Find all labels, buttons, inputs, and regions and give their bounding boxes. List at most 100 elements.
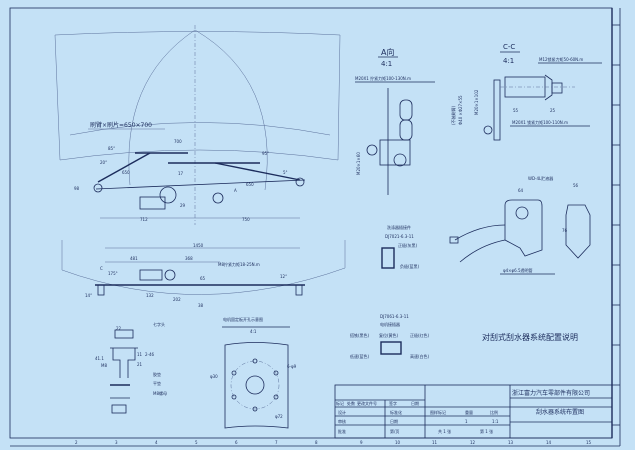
motor-connector: DJ7061-6.3-11 电机接插器 搭铁(黑色) 复位(黄色) 正极(红色)… — [350, 314, 430, 359]
label-title-block-scale: 1:1 — [492, 419, 499, 424]
label-ruler-13: 15 — [586, 440, 592, 445]
label-view-a-title: A向 — [381, 47, 394, 57]
company-name: 浙江富力汽车零部件有限公司 — [512, 389, 590, 397]
label-title-block-total-sheets: 共 1 张 — [438, 428, 451, 434]
front-view: 1450 481 368 M8拧紧力矩18-25N.m 175° 12° 14°… — [61, 240, 346, 308]
label-front-view-dim-368: 368 — [185, 256, 193, 261]
label-pump-connector-part-no: DJ7021-6.3-11 — [385, 234, 414, 239]
label-motor-connector-pin-low: 正极(红色) — [410, 332, 430, 338]
label-ruler-7: 9 — [360, 440, 363, 445]
label-ruler-2: 4 — [155, 440, 158, 445]
label-washer-nozzle-label-nut: M8螺母 — [153, 390, 167, 396]
label-motor-flange-title: 电机固定板开孔示意图 — [223, 316, 263, 322]
title-block: 标记 处数 更改文件号 签字 日期 设计 标准化 审核 日期 批准 第/页 图样… — [334, 384, 613, 439]
label-top-view-label-a: A — [234, 188, 237, 193]
drawing-name: 刮水器系统布置图 — [536, 408, 584, 416]
label-motor-connector-pin-gnd: 搭铁(黑色) — [350, 332, 370, 338]
label-motor-connector-pin-high: 高速(白色) — [410, 353, 430, 359]
label-washer-nozzle-label-cross: 七字头 — [153, 321, 165, 327]
label-washer-nozzle-dim-2-46: 2-46 — [145, 352, 155, 357]
label-view-cc-dim-shaft-note: (不装刷臂) — [450, 105, 456, 125]
label-front-view-angle-175: 175° — [108, 271, 118, 276]
label-title-block-stage-label: 图样标记 — [430, 409, 446, 415]
view-a-detail: A向 4:1 M20X1 拧紧力矩100-130N.m M20×1×60 — [355, 47, 435, 195]
label-top-view-dim-750: 750 — [242, 217, 250, 222]
label-front-view-dim-132: 132 — [146, 293, 154, 298]
label-motor-connector-title: 电机接插器 — [380, 321, 400, 327]
label-ruler-3: 5 — [195, 440, 198, 445]
label-ruler-8: 10 — [395, 440, 401, 445]
label-top-view-angle-95: 95° — [262, 151, 269, 156]
label-pump-connector-title: 洗涤器插接件 — [387, 224, 411, 230]
label-title-block-weight-label: 重量 — [465, 409, 473, 415]
wiper-arm-left — [97, 152, 151, 183]
label-reservoir-dim-w: 64 — [518, 188, 524, 193]
label-washer-nozzle-dim-11: 11 — [137, 352, 143, 357]
label-title-block-rows-1-1: 日期 — [390, 418, 398, 424]
label-motor-flange-dim-holes: 6-φ9 — [287, 364, 297, 369]
label-washer-nozzle-dim-22: 22 — [116, 326, 122, 331]
side-ticks — [612, 24, 620, 426]
label-ruler-0: 2 — [75, 440, 78, 445]
label-front-view-label-c: C — [100, 266, 103, 271]
label-ruler-12: 14 — [546, 440, 552, 445]
linkage-rod — [95, 179, 306, 190]
bottom-ruler: 2 3 4 5 6 7 8 9 10 11 12 13 14 15 — [10, 440, 620, 447]
wiper-arm-right — [214, 162, 301, 181]
label-reservoir-tube-note: φ4×φ6.5透明管 — [503, 267, 533, 273]
washer-reservoir: WD-4L贮液器 64 56 76 φ4×φ6.5透明管 — [449, 175, 591, 275]
label-title-block-rows-0-1: 标准化 — [390, 409, 402, 415]
label-title-block-scale-label: 比例 — [490, 409, 498, 415]
label-front-view-dim-38: 38 — [198, 303, 204, 308]
label-top-view-dim-29: 29 — [180, 203, 186, 208]
label-motor-connector-pin-reset: 复位(黄色) — [379, 332, 399, 338]
wiper-motor — [139, 196, 166, 210]
label-title-block-headers-0: 标记 — [336, 400, 344, 406]
label-front-view-note-m8: M8拧紧力矩18-25N.m — [218, 261, 260, 267]
view-cc-detail: C-C 4:1 M12锁紧力矩50-60N.m 55 25 M20X1 锁紧力矩… — [450, 43, 602, 141]
label-reservoir-title: WD-4L贮液器 — [528, 175, 553, 181]
label-motor-flange-dim-phi72: φ72 — [275, 414, 283, 419]
label-ruler-10: 12 — [470, 440, 476, 445]
label-front-view-dim-1450: 1450 — [193, 243, 204, 248]
label-top-view-dim-712: 712 — [140, 217, 148, 222]
label-top-view-dim-650a: 650 — [122, 170, 130, 175]
label-front-view-dim-202: 202 — [173, 297, 181, 302]
label-front-view-dim-65: 65 — [200, 276, 206, 281]
label-top-view-dim-650b: 650 — [246, 182, 254, 187]
label-title-block-headers-4: 日期 — [411, 400, 419, 406]
drawing-frame — [9, 7, 613, 439]
label-motor-connector-pin-fast: 低速(蓝色) — [350, 353, 370, 359]
label-ruler-9: 11 — [432, 440, 438, 445]
label-front-view-dim-481: 481 — [130, 256, 138, 261]
label-title-block-sheet-no: 第 1 张 — [480, 428, 493, 434]
label-view-cc-dim-55: 55 — [513, 108, 519, 113]
label-washer-nozzle-dim-41: 41.1 — [95, 356, 104, 361]
motor-gear — [159, 186, 177, 204]
label-washer-nozzle-dim-m8: M8 — [101, 363, 107, 368]
label-title-block-rows-2-0: 批准 — [338, 428, 346, 434]
label-view-cc-dim-25: 25 — [550, 108, 556, 113]
label-washer-nozzle-label-pad: 胶垫 — [153, 371, 161, 377]
label-view-cc-note-m12: M12锁紧力矩50-60N.m — [539, 56, 583, 62]
label-front-view-angle-14: 14° — [85, 293, 92, 298]
label-view-a-scale: 4:1 — [381, 60, 392, 68]
label-top-view-dim-98: 98 — [74, 186, 80, 191]
label-view-cc-dim-bolt: M20×1×102 — [474, 89, 479, 115]
label-view-a-dim-m20: M20×1×60 — [356, 152, 361, 175]
pump-connector: 洗涤器插接件 DJ7021-6.3-11 正极(灰黑) 负极(蓝黑) — [381, 224, 420, 269]
label-washer-nozzle-dim-21: 21 — [137, 362, 143, 367]
label-front-view-angle-12: 12° — [280, 274, 287, 279]
label-title-block-headers-3: 签字 — [389, 400, 397, 406]
label-ruler-6: 8 — [315, 440, 318, 445]
label-pump-connector-pin-neg: 负极(蓝黑) — [400, 263, 420, 269]
label-top-view-angle-20: 20° — [100, 160, 107, 165]
label-ruler-11: 13 — [508, 440, 514, 445]
motor-flange-detail: 电机固定板开孔示意图 4:1 φ30 6-φ9 φ72 — [210, 316, 297, 429]
label-title-block-qty: 1 — [465, 419, 468, 424]
label-title-block-rows-2-1: 第/页 — [390, 428, 399, 434]
label-title-block-rows-0-0: 设计 — [338, 409, 346, 415]
windshield-top-view: 刷臂×刷片=650×700 700 85° 20° 95° 5° 650 650… — [54, 25, 341, 225]
label-ruler-4: 6 — [235, 440, 238, 445]
